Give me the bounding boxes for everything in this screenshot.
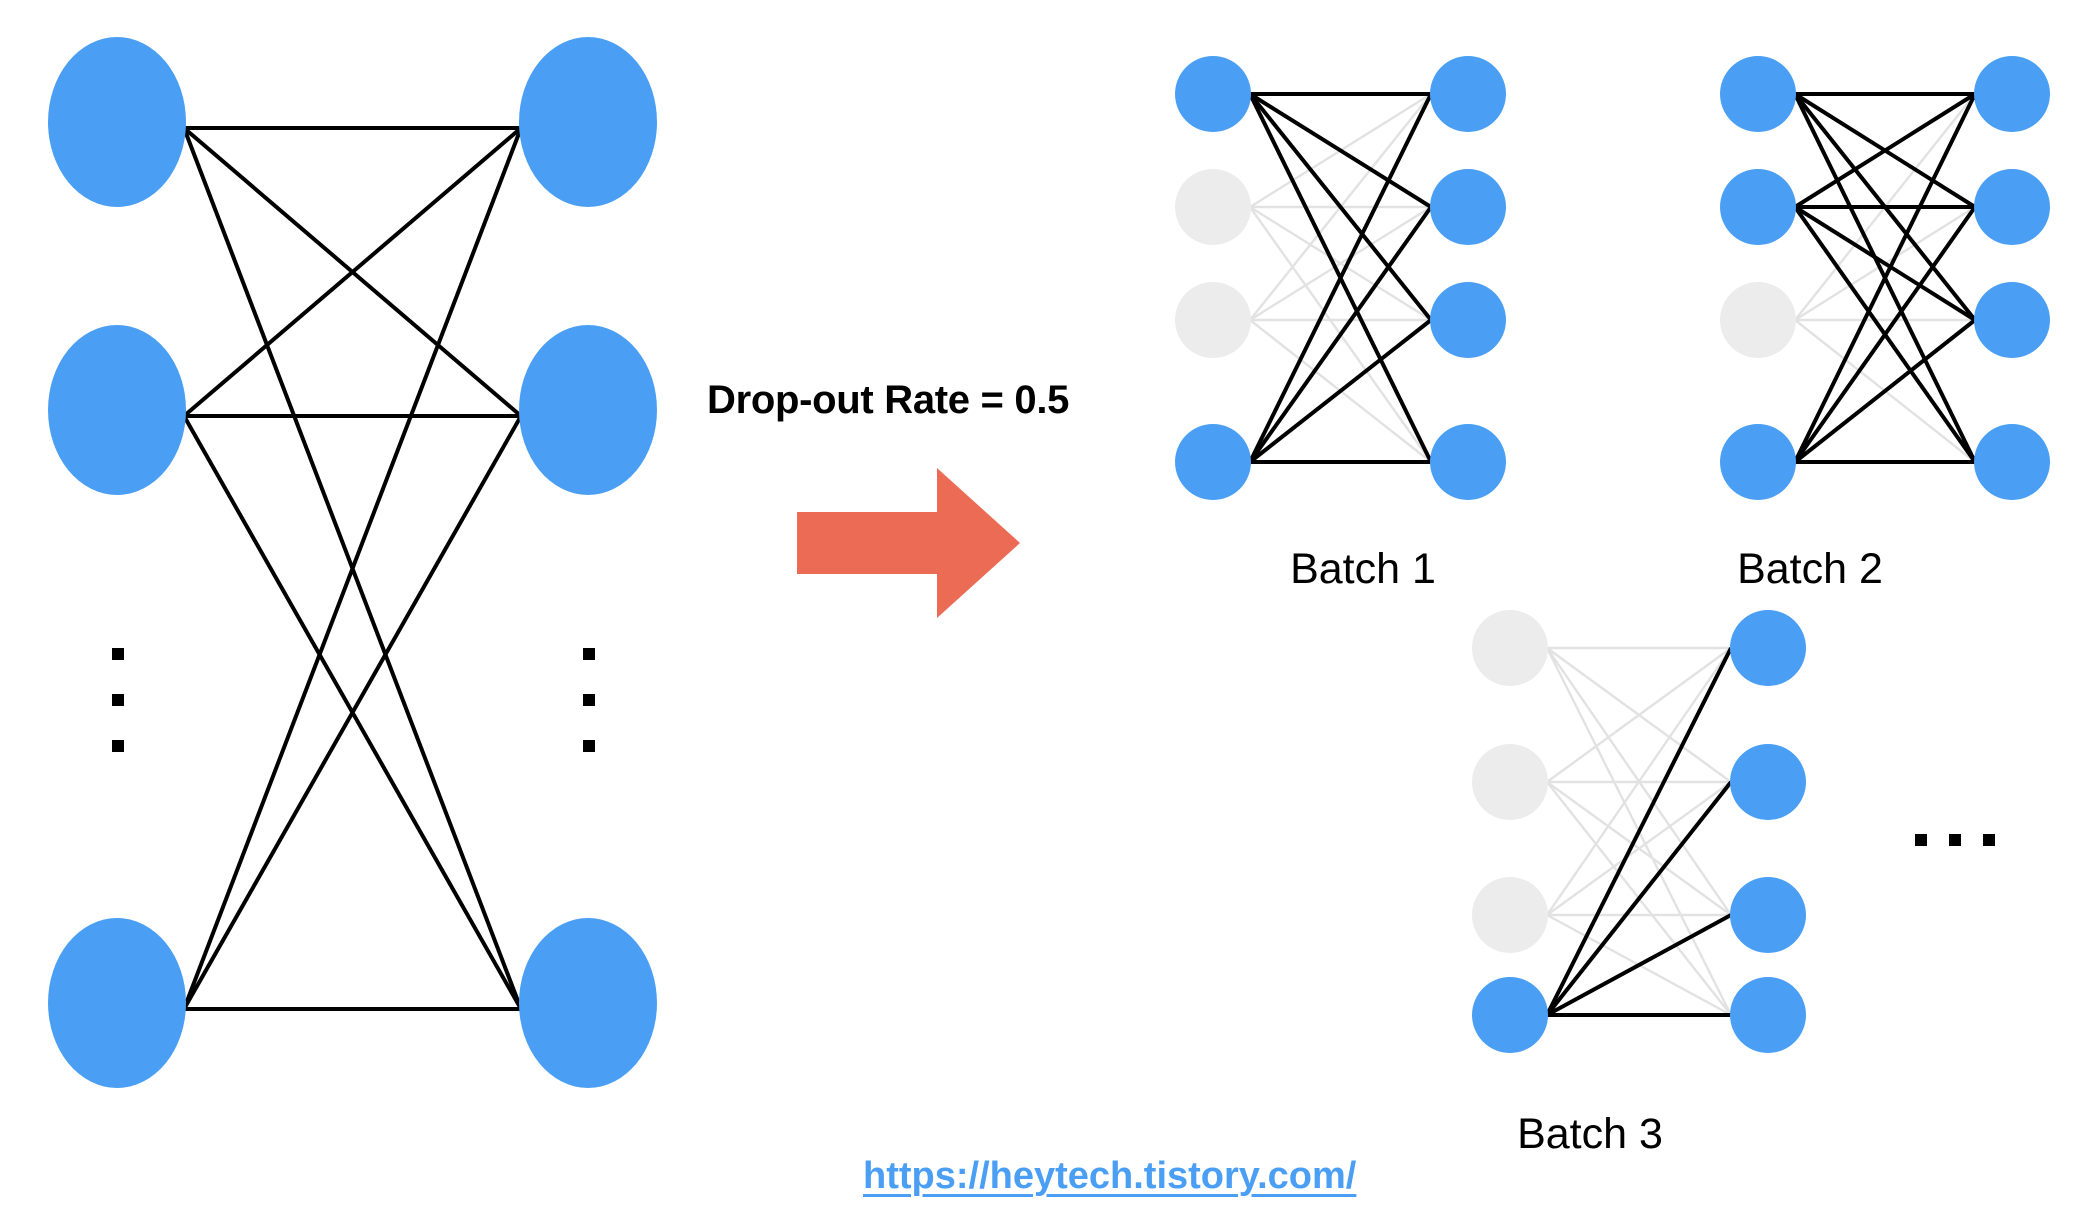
node-group: [48, 37, 2050, 1088]
batch-3-left-node-1: [1472, 610, 1548, 686]
ellipsis-dot: [1915, 834, 1927, 846]
batch-1-edge: [1248, 92, 1433, 209]
ellipsis-dot: [112, 694, 124, 706]
horizontal-ellipsis: [1915, 834, 1995, 846]
ellipsis-dot: [583, 740, 595, 752]
batch-2-edge: [1793, 318, 1977, 464]
batch-1-left-node-2: [1175, 169, 1251, 245]
batch-1-left-node-3: [1175, 282, 1251, 358]
batch-2-right-node-4: [1974, 424, 2050, 500]
batch-2-edge: [1793, 205, 1977, 464]
full-network-node-left-3: [48, 918, 186, 1088]
batch-3-edge: [1546, 913, 1732, 1017]
full-network-node-right-3: [519, 918, 657, 1088]
batch-2-right-node-2: [1974, 169, 2050, 245]
batch-3-left-node-4: [1472, 977, 1548, 1053]
batch-1-edge: [1249, 205, 1432, 322]
vertical-ellipsis-left: [112, 648, 124, 752]
batch-1-right-node-3: [1430, 282, 1506, 358]
batch-3-right-node-2: [1730, 744, 1806, 820]
ellipsis-dot: [583, 648, 595, 660]
batch-1-right-node-2: [1430, 169, 1506, 245]
batch-2-left-node-3: [1720, 282, 1796, 358]
batch-2-left-node-1: [1720, 56, 1796, 132]
full-network-edge: [182, 415, 523, 1010]
full-network-node-right-1: [519, 37, 657, 207]
batch-1-label: Batch 1: [1290, 545, 1436, 593]
batch-3-edge: [1546, 647, 1732, 916]
batch-1-right-node-4: [1430, 424, 1506, 500]
batch-1-left-node-4: [1175, 424, 1251, 500]
batch-2-edge: [1793, 205, 1977, 322]
batch-3-right-node-3: [1730, 877, 1806, 953]
vertical-ellipsis-right: [583, 648, 595, 752]
ellipsis-dot: [1983, 834, 1995, 846]
batch-3-left-node-2: [1472, 744, 1548, 820]
full-network-node-left-1: [48, 37, 186, 207]
full-network-edge: [182, 127, 523, 1010]
batch-2-edge: [1793, 93, 1977, 463]
full-network-node-right-2: [519, 325, 657, 495]
batch-2-edge: [1793, 92, 1977, 209]
batch-1-edge: [1248, 205, 1433, 464]
ellipsis-dot: [112, 648, 124, 660]
right-arrow-icon: [797, 468, 1020, 618]
source-url-link[interactable]: https://heytech.tistory.com/: [863, 1155, 1357, 1197]
batch-3-edge: [1545, 647, 1733, 1016]
batch-2-right-node-3: [1974, 282, 2050, 358]
batch-2-label: Batch 2: [1737, 545, 1883, 593]
ellipsis-dot: [583, 694, 595, 706]
batch-1-left-node-1: [1175, 56, 1251, 132]
batch-3-edge: [1546, 647, 1732, 783]
batch-2-left-node-4: [1720, 424, 1796, 500]
dropped-edge-group: [1249, 92, 1976, 1017]
full-network-edge: [182, 126, 523, 418]
batch-1-edge: [1248, 92, 1433, 322]
dropout-rate-label: Drop-out Rate = 0.5: [707, 378, 1070, 422]
batch-2-left-node-2: [1720, 169, 1796, 245]
batch-1-edge: [1248, 93, 1433, 463]
batch-2-right-node-1: [1974, 56, 2050, 132]
batch-3-right-node-4: [1730, 977, 1806, 1053]
batch-1-edge: [1248, 318, 1433, 464]
batch-1-right-node-1: [1430, 56, 1506, 132]
ellipsis-dot: [112, 740, 124, 752]
batch-3-right-node-1: [1730, 610, 1806, 686]
batch-3-label: Batch 3: [1517, 1110, 1663, 1158]
batch-3-edge: [1545, 780, 1733, 1017]
ellipsis-dot: [1949, 834, 1961, 846]
full-network-node-left-2: [48, 325, 186, 495]
batch-3-left-node-3: [1472, 877, 1548, 953]
batch-3-edge: [1546, 781, 1732, 916]
active-edge-group: [182, 92, 1977, 1017]
